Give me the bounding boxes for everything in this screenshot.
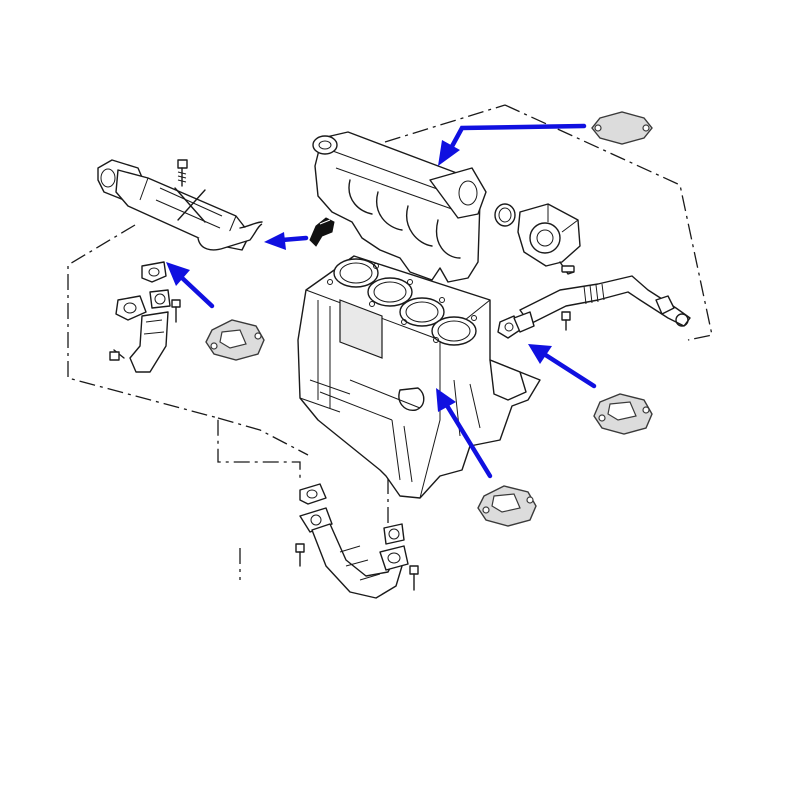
engine-block [297,255,541,499]
blanking-plate-center [477,485,537,527]
arrow-icon-hose [264,232,309,250]
blanking-plate-left [205,319,265,361]
lower-egr-pipe [295,483,419,599]
elbow-hose [309,217,335,247]
arrow-icon-manifold [438,123,587,166]
egr-valve-housing [517,203,581,275]
assembly-boundary-lines [67,104,713,580]
blanking-plate-right [593,393,653,435]
blanking-plate-top-right [591,111,653,145]
egr-cooler [97,159,263,251]
right-egr-tube [497,275,691,339]
cooler-bolt [177,159,188,187]
arrow-icon-tube-flange [528,344,597,389]
arrow-icon-block-port [436,388,493,479]
left-egr-pipe [109,261,181,373]
arrow-icon-cooler-flange [166,262,215,309]
o-ring [494,203,516,227]
intake-manifold [312,131,487,283]
